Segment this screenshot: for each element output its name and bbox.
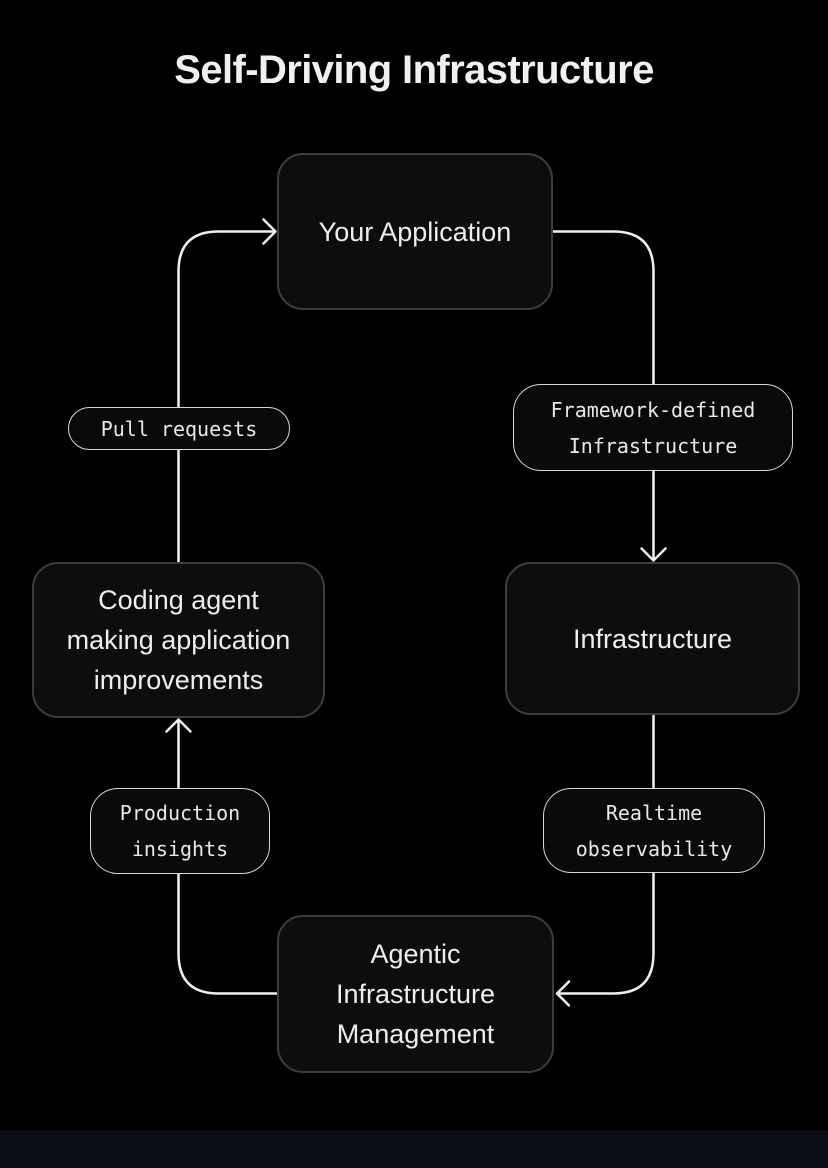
footer-strip [0, 1130, 828, 1168]
arrowhead-up-icon [165, 718, 192, 733]
edge-coding-agent-to-application [177, 230, 275, 564]
edge-label-pull-requests-text: Pull requests [100, 416, 258, 441]
edge-agentic-to-coding-agent [177, 719, 279, 995]
node-infrastructure-label: Infrastructure [572, 623, 733, 654]
edge-label-realtime-text: Realtime observability [575, 800, 733, 861]
edge-label-production-insights: Production insights [90, 788, 270, 874]
arrowhead-down-icon [640, 547, 667, 562]
diagram-title: Self-Driving Infrastructure [174, 48, 654, 92]
edge-label-production-text: Production insights [119, 801, 241, 861]
arrowhead-right-icon [262, 218, 277, 245]
edge-label-framework-text: Framework-defined Infrastructure [550, 397, 756, 458]
arrowhead-left-icon [555, 980, 571, 1007]
node-coding-agent: Coding agent making application improvem… [32, 562, 325, 718]
edge-infrastructure-to-agentic [557, 713, 655, 995]
node-infrastructure: Infrastructure [505, 562, 800, 715]
edge-label-framework-defined-infrastructure: Framework-defined Infrastructure [513, 384, 793, 471]
node-coding-agent-label: Coding agent making application improvem… [66, 585, 291, 695]
node-agentic-infrastructure-management: Agentic Infrastructure Management [277, 915, 554, 1073]
edge-label-pull-requests: Pull requests [68, 407, 290, 450]
node-your-application: Your Application [277, 153, 553, 310]
edge-label-realtime-observability: Realtime observability [543, 788, 765, 873]
node-your-application-label: Your Application [318, 216, 512, 247]
node-agentic-label: Agentic Infrastructure Management [335, 939, 496, 1049]
edge-application-to-infrastructure [551, 230, 655, 561]
